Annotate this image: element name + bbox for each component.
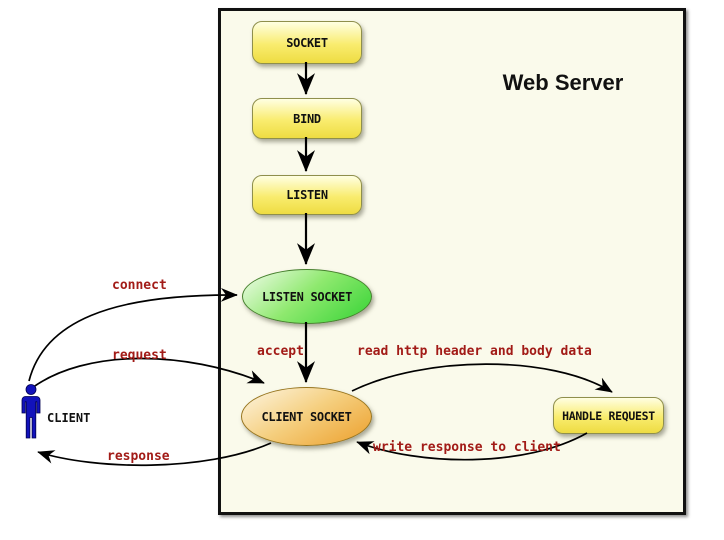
web-server-title: Web Server [502,70,624,95]
arrow-connect [28,287,238,382]
node-listen-label: LISTEN [286,188,328,202]
edge-label-response: response [107,449,170,464]
client-person-icon [21,384,41,439]
node-socket: SOCKET [252,21,362,64]
node-listen: LISTEN [252,175,362,215]
edge-label-request: request [112,348,167,363]
edge-label-connect: connect [112,278,167,293]
edge-label-read: read http header and body data [357,344,592,359]
node-socket-label: SOCKET [286,35,328,50]
node-client-socket: CLIENT SOCKET [241,387,372,446]
node-listen-socket: LISTEN SOCKET [242,269,372,324]
edge-label-accept: accept [257,344,304,359]
node-client-socket-label: CLIENT SOCKET [261,409,352,424]
client-actor-label: CLIENT [47,411,91,425]
node-bind-label: BIND [293,111,321,126]
edge-label-write: write response to client [373,440,561,455]
node-handle-request: HANDLE REQUEST [553,397,664,434]
node-handle-request-label: HANDLE REQUEST [562,408,655,423]
node-bind: BIND [252,98,362,139]
node-listen-socket-label: LISTEN SOCKET [261,289,353,304]
